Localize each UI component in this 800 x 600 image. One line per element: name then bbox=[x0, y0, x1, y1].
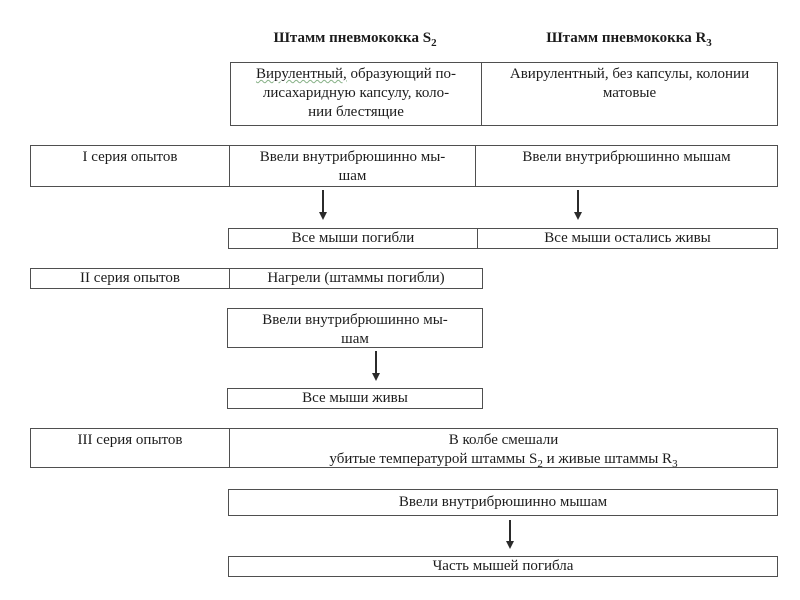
series1-r3-action: Ввели внутрибрюшинно мышам bbox=[522, 149, 731, 165]
series3-mix-line2-part2: и живые штаммы R bbox=[542, 451, 673, 467]
s2-description-line1-rest: образующий по- bbox=[346, 66, 457, 82]
series3-result-cell: Часть мышей погибла bbox=[229, 557, 777, 576]
series1-result-row: Все мыши погибли Все мыши остались живы bbox=[228, 228, 778, 249]
series2-result-cell: Все мыши живы bbox=[228, 389, 482, 408]
series1-s2-result-cell: Все мыши погибли bbox=[229, 229, 477, 248]
series2-row: II серия опытов Нагрели (штаммы погибли) bbox=[30, 268, 483, 289]
series1-s2-action-line1: Ввели внутрибрюшинно мы- bbox=[259, 149, 446, 165]
virulent-underlined-word: Вирулентный, bbox=[255, 66, 347, 82]
arrow-down-icon bbox=[375, 351, 377, 378]
s2-description-cell: Вирулентный, образующий по- лисахаридную… bbox=[231, 63, 481, 125]
r3-description-line2: матовые bbox=[602, 85, 657, 101]
series1-row: I серия опытов Ввели внутрибрюшинно мы- … bbox=[30, 145, 778, 187]
column-header-s2-subscript: 2 bbox=[431, 37, 437, 49]
series3-step2-box: Ввели внутрибрюшинно мышам bbox=[228, 489, 778, 516]
series1-s2-action-line2: шам bbox=[338, 168, 367, 184]
series3-result-box: Часть мышей погибла bbox=[228, 556, 778, 577]
column-header-s2: Штамм пневмококка S2 bbox=[230, 30, 480, 49]
series2-step2-cell: Ввели внутрибрюшинно мы- шам bbox=[228, 309, 482, 347]
column-header-r3: Штамм пневмококка R3 bbox=[480, 30, 778, 49]
series3-mix-r3-subscript: 3 bbox=[672, 458, 678, 470]
series3-mix-line1: В колбе смешали bbox=[448, 432, 559, 448]
s2-description-line3: нии блестящие bbox=[308, 104, 404, 120]
series1-r3-result: Все мыши остались живы bbox=[544, 230, 711, 246]
series3-label-cell: III серия опытов bbox=[31, 429, 229, 467]
series2-result: Все мыши живы bbox=[302, 390, 408, 406]
series2-step2-box: Ввели внутрибрюшинно мы- шам bbox=[227, 308, 483, 348]
column-header-s2-label: Штамм пневмококка S bbox=[273, 30, 432, 46]
series1-r3-action-cell: Ввели внутрибрюшинно мышам bbox=[475, 146, 777, 186]
series1-r3-result-cell: Все мыши остались живы bbox=[477, 229, 777, 248]
series1-s2-action-cell: Ввели внутрибрюшинно мы- шам bbox=[229, 146, 475, 186]
column-header-r3-label: Штамм пневмококка R bbox=[546, 30, 707, 46]
series2-label-cell: II серия опытов bbox=[31, 269, 229, 288]
series2-result-box: Все мыши живы bbox=[227, 388, 483, 409]
strain-description-table: Вирулентный, образующий по- лисахаридную… bbox=[230, 62, 778, 126]
s2-description-line2: лисахаридную капсулу, коло- bbox=[262, 85, 450, 101]
series2-label: II серия опытов bbox=[80, 270, 180, 286]
series2-step2-line1: Ввели внутрибрюшинно мы- bbox=[262, 312, 448, 328]
series3-mix-line2: убитые температурой штаммы S2 и живые шт… bbox=[230, 450, 777, 470]
arrow-down-icon bbox=[509, 520, 511, 546]
series3-step2: Ввели внутрибрюшинно мышам bbox=[398, 494, 608, 510]
series1-s2-result: Все мыши погибли bbox=[291, 230, 415, 246]
series3-label: III серия опытов bbox=[77, 432, 183, 448]
series2-step1-cell: Нагрели (штаммы погибли) bbox=[229, 269, 482, 288]
r3-description-cell: Авирулентный, без капсулы, колонии матов… bbox=[481, 63, 777, 125]
column-header-r3-subscript: 3 bbox=[706, 37, 712, 49]
series3-step2-cell: Ввели внутрибрюшинно мышам bbox=[229, 490, 777, 515]
series3-mix-cell: В колбе смешали убитые температурой штам… bbox=[229, 429, 777, 470]
series1-label-cell: I серия опытов bbox=[31, 146, 229, 186]
series3-row: III серия опытов В колбе смешали убитые … bbox=[30, 428, 778, 470]
series2-step1: Нагрели (штаммы погибли) bbox=[267, 270, 445, 286]
r3-description-line1: Авирулентный, без капсулы, колонии bbox=[509, 66, 750, 82]
series2-step2-line2: шам bbox=[341, 331, 369, 347]
series3-result: Часть мышей погибла bbox=[432, 558, 574, 574]
series1-label: I серия опытов bbox=[82, 149, 178, 165]
series3-mix-line2-part1: убитые температурой штаммы S bbox=[329, 451, 538, 467]
arrow-down-icon bbox=[322, 190, 324, 217]
arrow-down-icon bbox=[577, 190, 579, 217]
s2-description-line1: Вирулентный, образующий по- bbox=[231, 65, 481, 84]
series3-mix-s2-subscript: 2 bbox=[537, 458, 543, 470]
